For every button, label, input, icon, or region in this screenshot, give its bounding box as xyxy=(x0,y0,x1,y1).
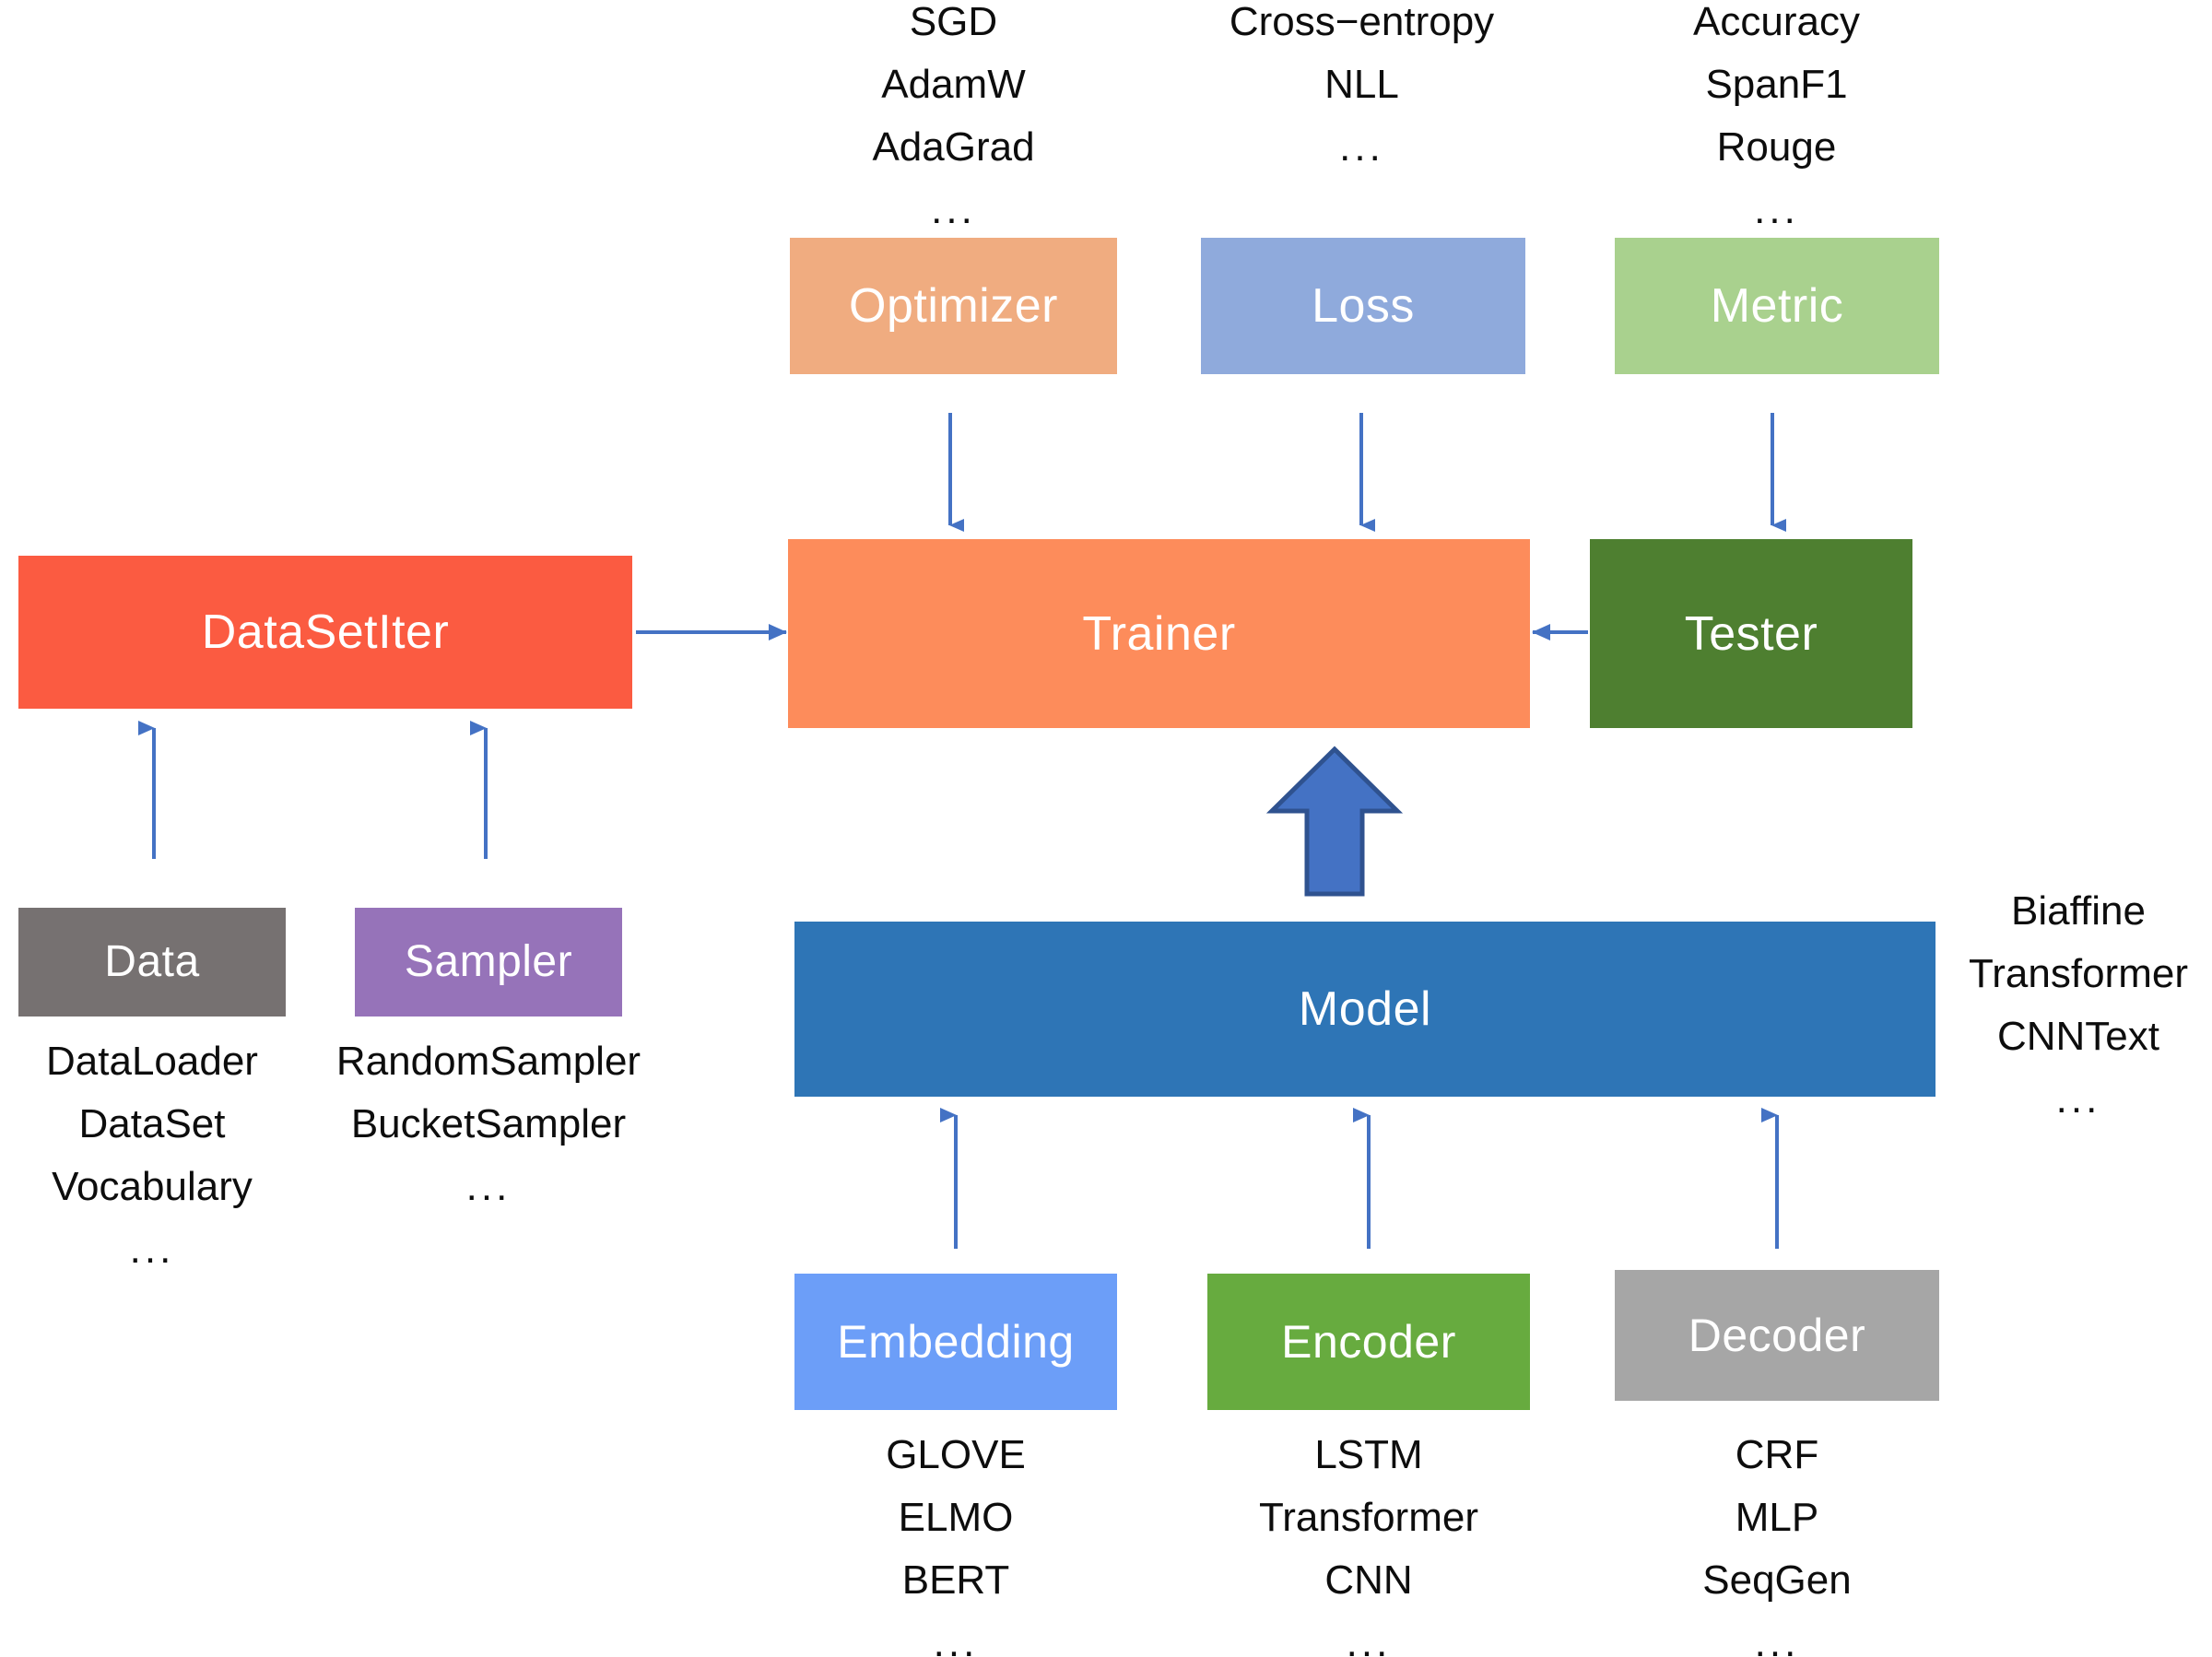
data-box-label: Data xyxy=(104,937,200,986)
embedding-item-0: GLOVE xyxy=(886,1432,1026,1477)
data-items-list: DataLoader DataSet Vocabulary ... xyxy=(0,1030,304,1281)
optimizer-items-list: SGD AdamW AdaGrad ... xyxy=(790,0,1117,241)
encoder-item-3: ... xyxy=(1346,1620,1392,1657)
metric-item-1: SpanF1 xyxy=(1705,62,1848,107)
trainer-box-label: Trainer xyxy=(1082,606,1236,661)
model-side-items-list: Biaffine Transformer CNNText ... xyxy=(1945,880,2212,1131)
sampler-item-0: RandomSampler xyxy=(335,1039,641,1084)
embedding-box-label: Embedding xyxy=(837,1316,1075,1368)
loss-item-0: Cross−entropy xyxy=(1229,0,1495,44)
data-item-3: ... xyxy=(129,1227,175,1272)
block-arrow-model-to-trainer xyxy=(1265,746,1404,897)
decoder-items-list: CRF MLP SeqGen ... xyxy=(1615,1424,1939,1657)
decoder-item-2: SeqGen xyxy=(1702,1557,1852,1603)
optimizer-box[interactable]: Optimizer xyxy=(790,238,1117,374)
encoder-item-0: LSTM xyxy=(1314,1432,1423,1477)
sampler-item-1: BucketSampler xyxy=(350,1101,627,1146)
embedding-box[interactable]: Embedding xyxy=(794,1274,1117,1410)
datasetiter-box-label: DataSetIter xyxy=(201,605,450,659)
metric-item-0: Accuracy xyxy=(1693,0,1860,44)
sampler-box[interactable]: Sampler xyxy=(355,908,622,1017)
model-box[interactable]: Model xyxy=(794,922,1936,1097)
trainer-box[interactable]: Trainer xyxy=(788,539,1530,728)
encoder-items-list: LSTM Transformer CNN ... xyxy=(1207,1424,1530,1657)
encoder-box-label: Encoder xyxy=(1281,1316,1456,1368)
metric-item-2: Rouge xyxy=(1716,124,1837,170)
optimizer-item-2: AdaGrad xyxy=(872,124,1035,170)
model-side-item-0: Biaffine xyxy=(2011,888,2146,934)
decoder-box[interactable]: Decoder xyxy=(1615,1270,1939,1401)
metric-item-3: ... xyxy=(1754,187,1799,232)
tester-box-label: Tester xyxy=(1684,606,1818,661)
loss-items-list: Cross−entropy NLL ... xyxy=(1198,0,1525,179)
optimizer-item-1: AdamW xyxy=(881,62,1026,107)
datasetiter-box[interactable]: DataSetIter xyxy=(18,556,632,709)
data-item-1: DataSet xyxy=(78,1101,226,1146)
decoder-item-0: CRF xyxy=(1735,1432,1819,1477)
data-box[interactable]: Data xyxy=(18,908,286,1017)
data-item-2: Vocabulary xyxy=(52,1164,253,1209)
optimizer-item-0: SGD xyxy=(909,0,998,44)
model-side-item-1: Transformer xyxy=(1969,951,2188,996)
encoder-box[interactable]: Encoder xyxy=(1207,1274,1530,1410)
sampler-box-label: Sampler xyxy=(404,937,573,986)
data-item-0: DataLoader xyxy=(46,1039,258,1084)
decoder-box-label: Decoder xyxy=(1688,1310,1866,1361)
optimizer-box-label: Optimizer xyxy=(849,279,1058,333)
sampler-item-2: ... xyxy=(465,1164,512,1209)
encoder-item-1: Transformer xyxy=(1259,1495,1478,1540)
model-side-item-2: CNNText xyxy=(1996,1014,2160,1059)
loss-box-label: Loss xyxy=(1312,279,1415,333)
embedding-item-1: ELMO xyxy=(898,1495,1014,1540)
embedding-item-3: ... xyxy=(933,1620,979,1657)
loss-item-1: NLL xyxy=(1324,62,1399,107)
metric-box-label: Metric xyxy=(1710,279,1844,333)
model-box-label: Model xyxy=(1298,982,1432,1036)
tester-box[interactable]: Tester xyxy=(1590,539,1912,728)
model-side-item-3: ... xyxy=(2055,1076,2101,1122)
metric-box[interactable]: Metric xyxy=(1615,238,1939,374)
encoder-item-2: CNN xyxy=(1324,1557,1413,1603)
optimizer-item-3: ... xyxy=(931,187,976,232)
loss-box[interactable]: Loss xyxy=(1201,238,1525,374)
sampler-items-list: RandomSampler BucketSampler ... xyxy=(313,1030,664,1218)
metric-items-list: Accuracy SpanF1 Rouge ... xyxy=(1613,0,1940,241)
decoder-item-3: ... xyxy=(1754,1620,1800,1657)
embedding-item-2: BERT xyxy=(901,1557,1010,1603)
embedding-items-list: GLOVE ELMO BERT ... xyxy=(794,1424,1117,1657)
loss-item-2: ... xyxy=(1339,124,1384,170)
decoder-item-1: MLP xyxy=(1735,1495,1819,1540)
